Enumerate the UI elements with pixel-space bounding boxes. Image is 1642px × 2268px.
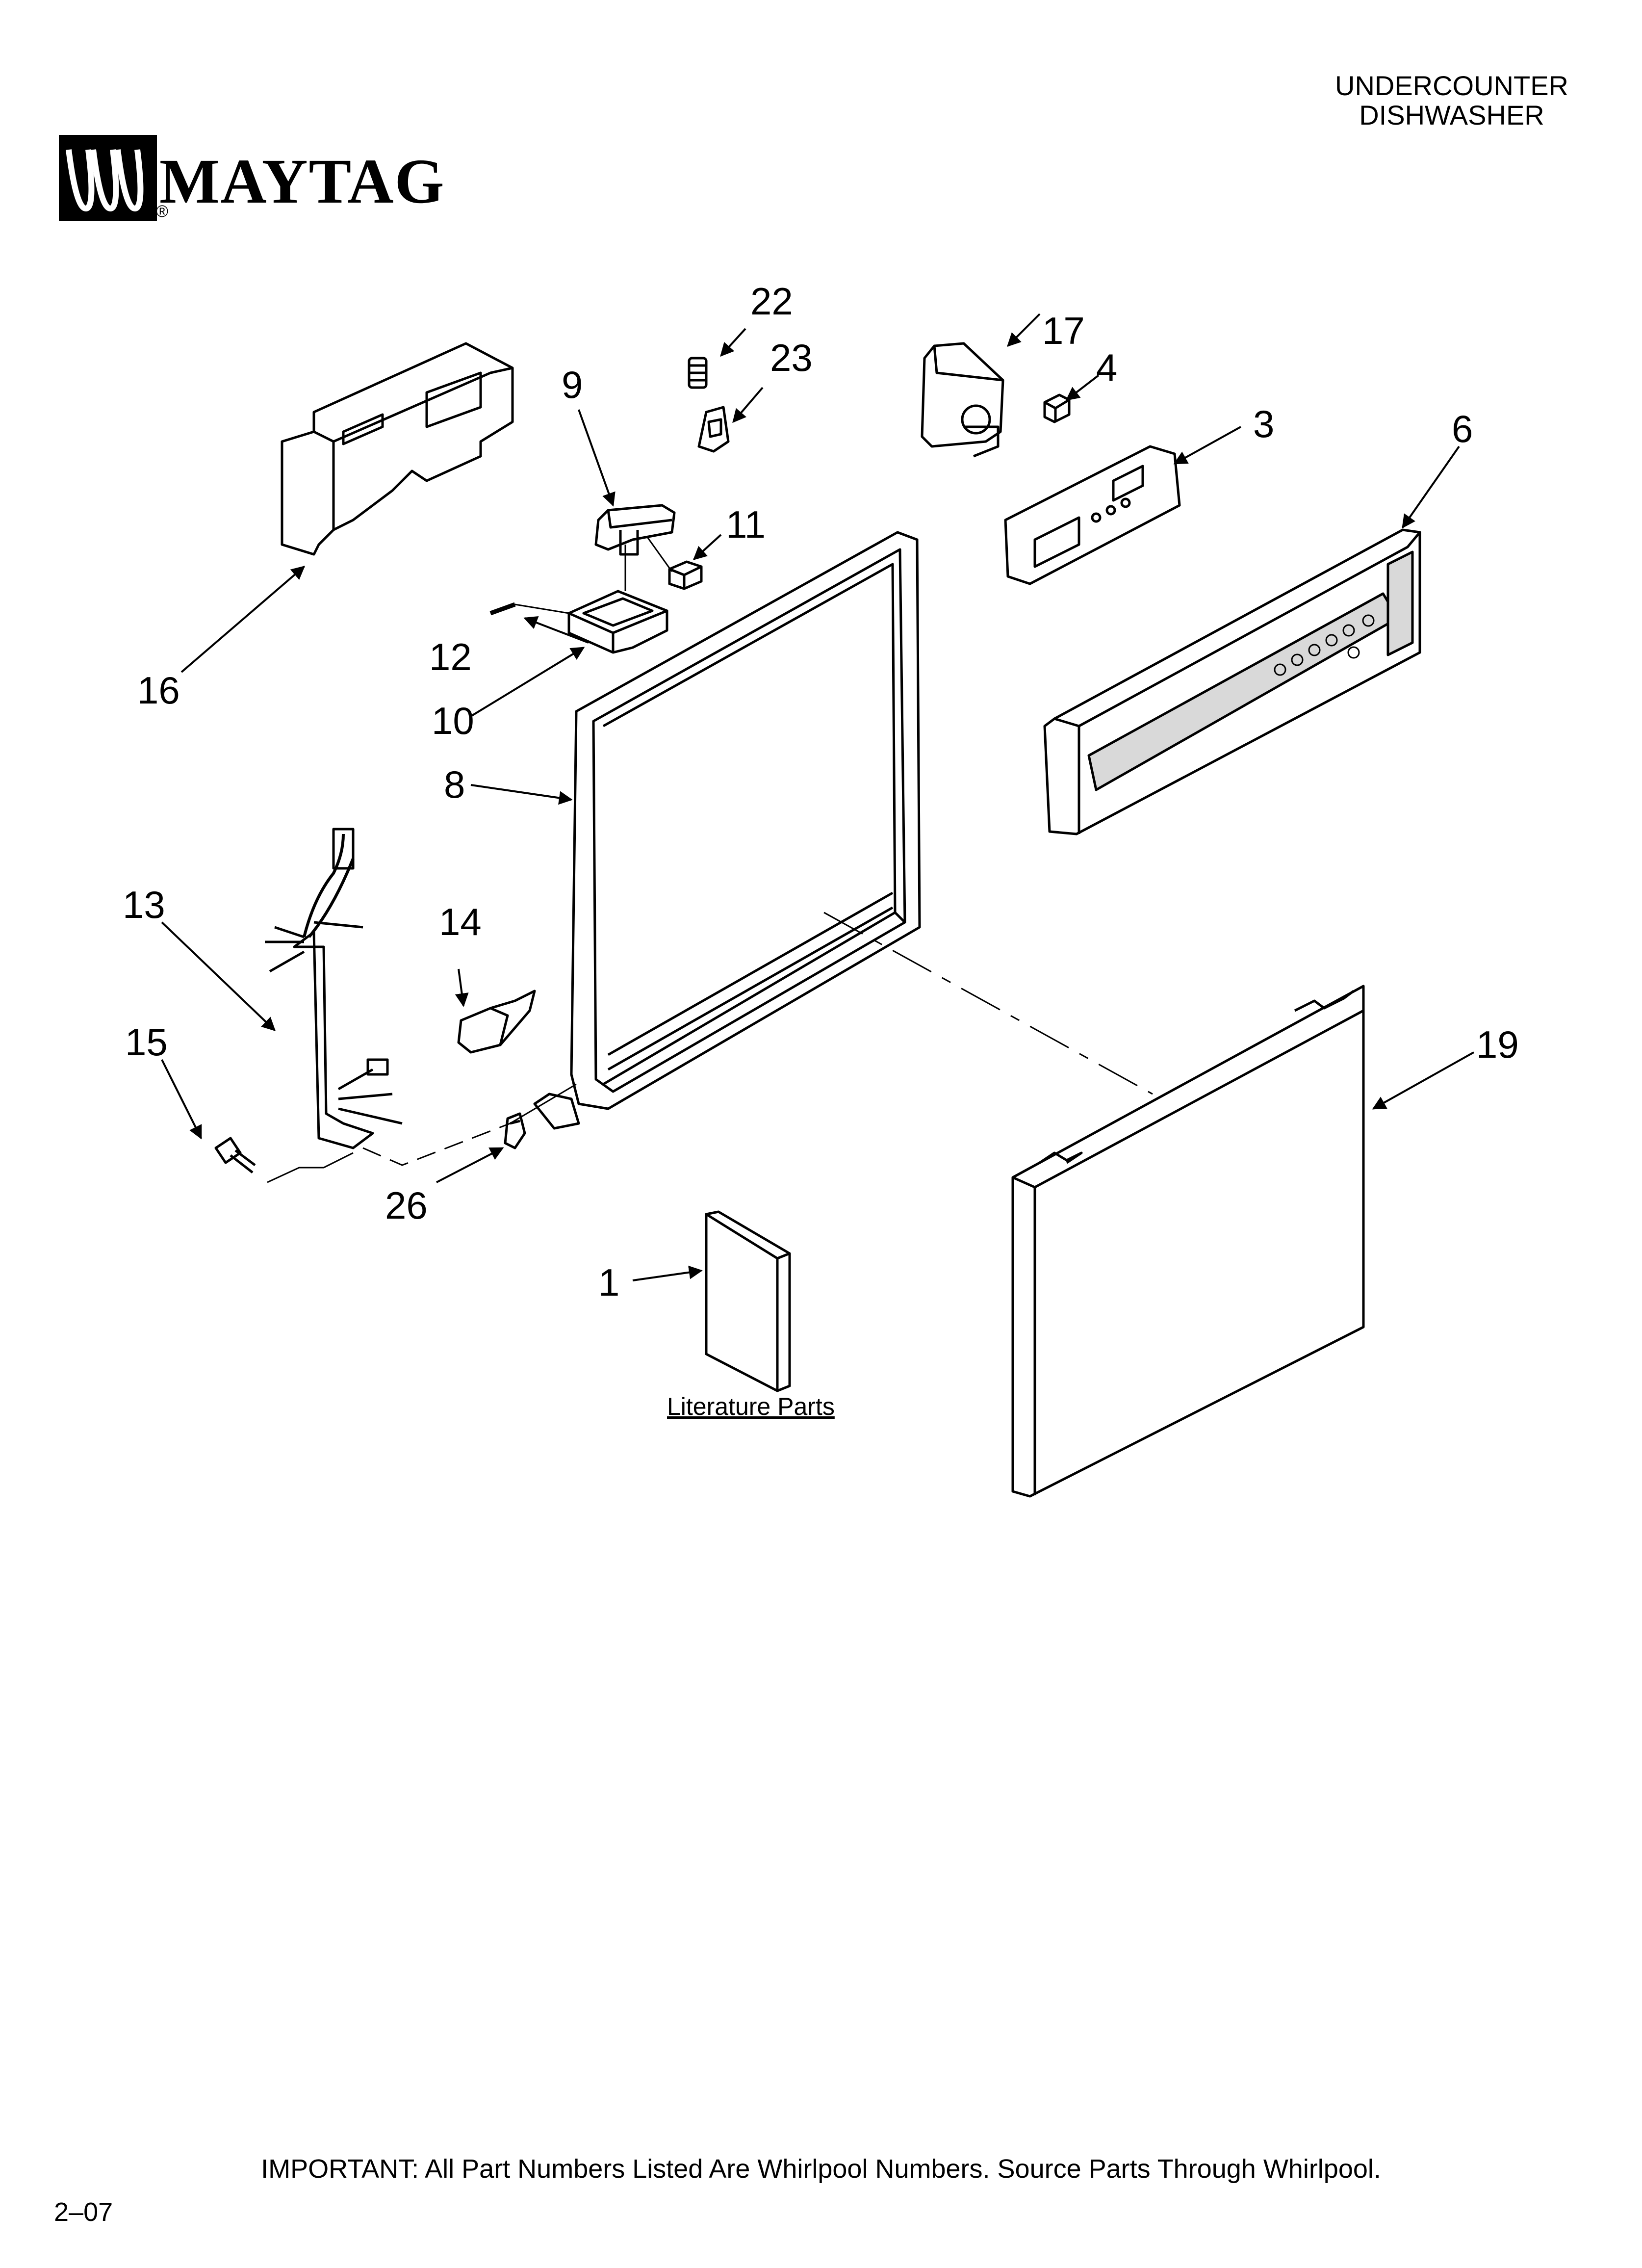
part-22-spring bbox=[688, 357, 708, 389]
part-4-clip bbox=[1043, 393, 1071, 423]
registered-mark: ® bbox=[156, 202, 169, 221]
model-line-2: DISHWASHER bbox=[1359, 100, 1544, 130]
brand-name: MAYTAG bbox=[159, 146, 445, 217]
part-15-screw bbox=[214, 1137, 256, 1173]
callout-6: 6 bbox=[1452, 407, 1473, 450]
callout-8: 8 bbox=[444, 763, 465, 806]
part-3-control-board bbox=[1004, 445, 1181, 585]
part-9-latch bbox=[594, 504, 676, 556]
part-8-door-frame bbox=[533, 531, 921, 1130]
maytag-wave-logo-icon bbox=[59, 135, 157, 221]
literature-parts-label: Literature Parts bbox=[667, 1393, 835, 1420]
part-13-wire-harness bbox=[265, 828, 403, 1149]
callout-9: 9 bbox=[562, 363, 583, 406]
part-11-switch bbox=[668, 560, 703, 590]
part-16-shield bbox=[281, 342, 514, 556]
part-10-housing bbox=[567, 590, 668, 654]
callout-leaders bbox=[161, 313, 1474, 1281]
maytag-logo bbox=[59, 135, 157, 223]
page-code: 2–07 bbox=[54, 2197, 113, 2227]
part-26-clip bbox=[504, 1112, 526, 1149]
part-19-door-panel bbox=[1011, 985, 1365, 1498]
callout-3: 3 bbox=[1253, 402, 1275, 445]
callout-11: 11 bbox=[726, 503, 766, 546]
callout-16: 16 bbox=[137, 669, 180, 712]
callout-22: 22 bbox=[750, 280, 793, 323]
callout-10: 10 bbox=[432, 699, 474, 742]
important-notice: IMPORTANT: All Part Numbers Listed Are W… bbox=[261, 2154, 1381, 2184]
callout-17: 17 bbox=[1042, 309, 1085, 352]
part-6-console bbox=[1043, 528, 1421, 835]
callout-26: 26 bbox=[385, 1184, 428, 1227]
callout-23: 23 bbox=[770, 336, 813, 379]
callout-12: 12 bbox=[429, 635, 472, 678]
part-12-pin bbox=[489, 602, 516, 616]
callout-13: 13 bbox=[123, 883, 165, 926]
model-line-1: UNDERCOUNTER bbox=[1335, 70, 1568, 101]
callout-1: 1 bbox=[598, 1261, 620, 1304]
model-title: UNDERCOUNTER DISHWASHER bbox=[1335, 71, 1568, 130]
callout-19: 19 bbox=[1476, 1023, 1519, 1066]
part-17-module bbox=[921, 342, 1004, 458]
assembly-lines bbox=[267, 537, 1153, 1183]
part-23-bracket bbox=[697, 406, 730, 453]
callout-4: 4 bbox=[1096, 346, 1118, 389]
part-14-sensor bbox=[457, 990, 536, 1054]
part-1-literature bbox=[705, 1210, 791, 1392]
callout-15: 15 bbox=[125, 1020, 168, 1064]
callout-14: 14 bbox=[439, 900, 482, 943]
